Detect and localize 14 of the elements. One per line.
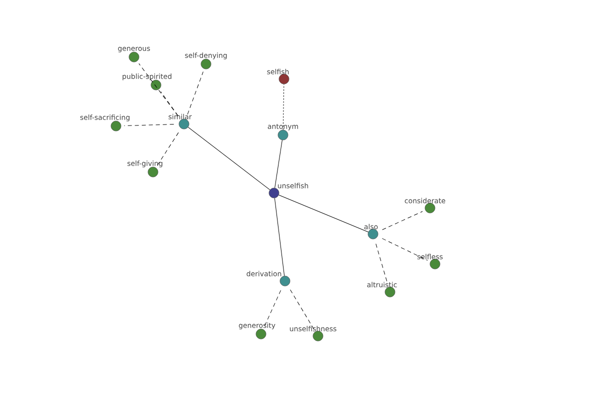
connector-line <box>278 194 368 232</box>
connector-line <box>282 84 284 130</box>
connector-line <box>274 198 285 276</box>
connector-line <box>188 126 270 190</box>
connector-line <box>124 124 174 126</box>
connector-line <box>264 290 282 327</box>
connector-line <box>274 140 282 188</box>
connector-line <box>138 63 178 116</box>
connector-line <box>382 211 423 230</box>
connector-line <box>290 290 314 330</box>
connector-line <box>382 238 428 261</box>
connector-line <box>160 91 178 116</box>
connector-line <box>187 71 204 115</box>
connector-line <box>157 132 179 166</box>
